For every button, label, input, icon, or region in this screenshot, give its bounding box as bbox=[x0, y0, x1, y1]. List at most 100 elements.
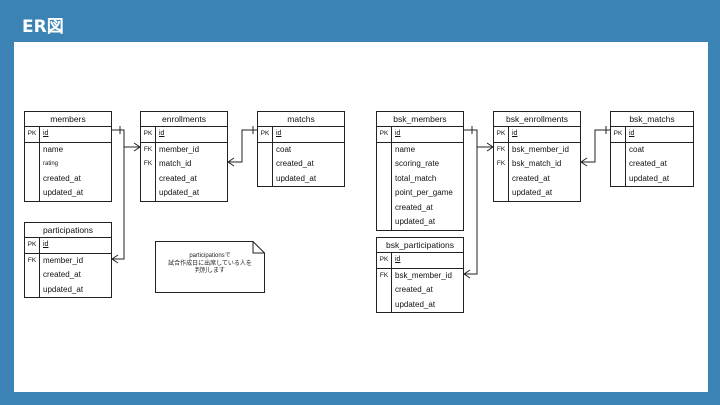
primary-key-row: PK id bbox=[258, 127, 344, 143]
bsk-enrollments-matchs-link bbox=[581, 129, 610, 163]
field-name: created_at bbox=[629, 159, 667, 168]
field-name: coat bbox=[629, 144, 645, 154]
enrollments-matchs-link bbox=[228, 129, 257, 163]
primary-key-row: PK id bbox=[25, 127, 111, 143]
field-row: created_at bbox=[25, 172, 111, 187]
key-column-divider bbox=[391, 253, 392, 312]
key-column-divider bbox=[39, 238, 40, 297]
field-name: coat bbox=[276, 144, 292, 154]
field-name: created_at bbox=[276, 159, 314, 168]
field-row: updated_at bbox=[377, 298, 463, 313]
field-row: updated_at bbox=[494, 186, 580, 201]
field-name: created_at bbox=[395, 285, 433, 294]
field-name: created_at bbox=[159, 173, 197, 183]
field-row: name bbox=[377, 143, 463, 158]
key-label: PK bbox=[613, 130, 623, 137]
key-label: PK bbox=[379, 130, 389, 137]
key-label: PK bbox=[27, 130, 37, 137]
field-row: created_at bbox=[494, 172, 580, 187]
field-row: created_at bbox=[377, 283, 463, 298]
field-row: point_per_game bbox=[377, 186, 463, 201]
key-label: PK bbox=[260, 130, 270, 137]
key-label: PK bbox=[143, 130, 153, 137]
field-name: id bbox=[395, 130, 401, 137]
field-name: name bbox=[395, 144, 416, 154]
field-name: updated_at bbox=[276, 173, 317, 183]
table-name: participations bbox=[25, 223, 111, 238]
bsk-members-participations-link bbox=[464, 129, 478, 275]
field-row: updated_at bbox=[141, 186, 227, 201]
field-row: created_at bbox=[258, 157, 344, 172]
field-name: id bbox=[159, 130, 165, 137]
key-column-divider bbox=[625, 127, 626, 186]
relationship-lines bbox=[111, 126, 610, 279]
field-name: id bbox=[629, 130, 635, 137]
table-name: bsk_participations bbox=[377, 238, 463, 253]
field-name: updated_at bbox=[43, 284, 84, 294]
key-column-divider bbox=[272, 127, 273, 186]
field-name: created_at bbox=[43, 173, 81, 183]
key-column-divider bbox=[508, 127, 509, 201]
participations-note: participationsで 試合作成日に出席している人を 判別します bbox=[155, 241, 265, 293]
crow-foot-participations bbox=[111, 254, 119, 264]
members-participations-link bbox=[112, 129, 125, 260]
crow-foot-bsk-participations bbox=[463, 269, 471, 279]
field-row: total_match bbox=[377, 172, 463, 187]
field-row: coat bbox=[258, 143, 344, 158]
field-row: updated_at bbox=[611, 172, 693, 187]
field-row: created_at bbox=[611, 157, 693, 172]
field-name: point_per_game bbox=[395, 188, 453, 197]
field-row: rating bbox=[25, 157, 111, 172]
field-name: updated_at bbox=[512, 188, 553, 197]
field-name: updated_at bbox=[159, 188, 200, 197]
field-row: scoring_rate bbox=[377, 157, 463, 172]
field-name: created_at bbox=[395, 202, 433, 212]
field-name: updated_at bbox=[43, 188, 84, 197]
key-label: PK bbox=[27, 241, 37, 248]
primary-key-row: PK id bbox=[377, 127, 463, 143]
key-label: FK bbox=[496, 160, 506, 167]
table-name: matchs bbox=[258, 112, 344, 127]
field-name: updated_at bbox=[395, 217, 436, 226]
field-row: updated_at bbox=[258, 172, 344, 187]
primary-key-row: PK id bbox=[611, 127, 693, 143]
field-name: updated_at bbox=[395, 299, 436, 309]
field-name: id bbox=[43, 130, 49, 137]
field-row: coat bbox=[611, 143, 693, 158]
slide-title: ER図 bbox=[22, 17, 64, 37]
field-name: scoring_rate bbox=[395, 159, 440, 168]
note-text: participationsで 試合作成日に出席している人を 判別します bbox=[168, 253, 252, 274]
field-row: FK match_id bbox=[141, 157, 227, 172]
crow-foot-matchs bbox=[227, 157, 235, 167]
key-label: PK bbox=[496, 130, 506, 137]
field-name: total_match bbox=[395, 173, 437, 183]
field-name: created_at bbox=[43, 270, 81, 279]
field-name: updated_at bbox=[629, 173, 670, 183]
key-label: FK bbox=[143, 145, 153, 153]
field-name: id bbox=[276, 130, 282, 137]
key-column-divider bbox=[155, 127, 156, 201]
primary-key-row: PK id bbox=[141, 127, 227, 143]
field-name: match_id bbox=[159, 159, 192, 168]
note-shape bbox=[155, 241, 265, 293]
key-label: FK bbox=[143, 160, 153, 167]
table-name: bsk_matchs bbox=[611, 112, 693, 127]
field-row: created_at bbox=[377, 201, 463, 216]
field-name: member_id bbox=[43, 255, 84, 265]
